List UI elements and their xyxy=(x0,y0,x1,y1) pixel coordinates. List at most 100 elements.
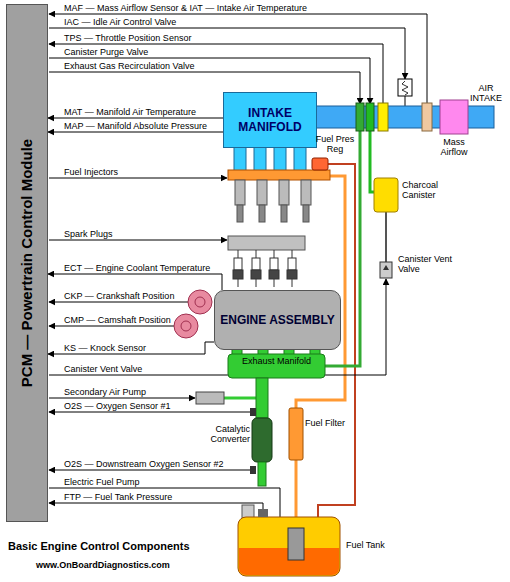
fuel-injector xyxy=(259,205,265,222)
part-label: O2S — Downstream Oxygen Sensor #2 xyxy=(64,459,224,469)
spark-plug xyxy=(292,279,293,287)
fuel-tank xyxy=(258,509,268,517)
part-label: Fuel Filter xyxy=(305,418,345,428)
intake-manifold-box: INTAKE MANIFOLD xyxy=(223,92,317,148)
signal-wire xyxy=(49,398,195,399)
secondary-air-pump xyxy=(196,392,224,404)
signal-connector xyxy=(48,118,223,119)
part-label: Charcoal Canister xyxy=(402,180,464,200)
fuel-injector xyxy=(257,180,267,205)
manifold-runner xyxy=(234,146,246,171)
diagram-title: Basic Engine Control Components xyxy=(8,540,190,553)
spark-plug xyxy=(269,270,279,279)
signal-connector xyxy=(48,342,214,354)
control-module-band: PCM — Powertrain Control Module xyxy=(6,4,48,522)
diagram-caption: www.OnBoardDiagnostics.com xyxy=(36,560,170,571)
part-label: CKP — Crankshaft Position xyxy=(64,291,174,301)
camshaft-pulley xyxy=(181,321,191,331)
spark-plug xyxy=(287,270,297,279)
part-label: TPS — Throttle Position Sensor xyxy=(64,33,191,43)
node-text: INTAKE MANIFOLD xyxy=(224,106,316,134)
spark-plug xyxy=(274,250,275,258)
fuel-tank xyxy=(242,505,254,518)
tail-pipe xyxy=(258,462,266,486)
part-label: Electric Fuel Pump xyxy=(64,477,140,487)
signal-wire xyxy=(49,28,405,79)
air-pump-pipe xyxy=(224,397,256,400)
vent-hose xyxy=(385,212,387,262)
canister-vent-valve xyxy=(383,265,389,270)
edge-layer xyxy=(48,118,223,354)
part-label: Fuel Injectors xyxy=(64,167,118,177)
signal-wire xyxy=(49,178,227,179)
spark-plug xyxy=(251,270,261,279)
manifold-runner xyxy=(234,146,306,171)
air-intake-tube xyxy=(366,103,374,131)
spark-plug xyxy=(274,279,275,287)
part-label: FTP — Fuel Tank Pressure xyxy=(64,492,172,502)
exhaust-manifold xyxy=(228,349,325,418)
crankshaft-pulley xyxy=(188,290,212,314)
spark-plug xyxy=(270,258,278,270)
spark-plug xyxy=(233,270,243,279)
spark-plug xyxy=(256,250,257,258)
part-label: Canister Purge Valve xyxy=(64,47,148,57)
fuel-filter xyxy=(289,408,303,460)
signal-label: KS — Knock Sensor xyxy=(64,343,146,353)
signal-wire xyxy=(49,470,250,471)
part-label: IAC — Idle Air Control Valve xyxy=(64,17,176,27)
oxygen-sensor xyxy=(250,408,256,416)
signal-wire xyxy=(49,14,427,104)
canister-vent-valve xyxy=(380,262,392,278)
fuel-injector xyxy=(237,205,243,222)
part-label: Fuel Tank xyxy=(346,540,385,550)
fuel-pressure-regulator xyxy=(312,158,328,170)
signal-wire xyxy=(49,326,174,327)
oxygen-sensor xyxy=(250,466,256,474)
part-label: Canister Vent Valve xyxy=(398,254,462,274)
spark-plug xyxy=(238,250,239,258)
signal-label: ECT — Engine Coolant Temperature xyxy=(64,263,210,273)
fuel-injector xyxy=(303,205,309,222)
air-intake-tube xyxy=(356,103,364,131)
fuel-supply-line xyxy=(296,176,345,528)
part-label: Exhaust Gas Recirculation Valve xyxy=(64,61,194,71)
fuel-rail xyxy=(228,170,330,180)
signal-wire xyxy=(49,14,427,540)
spark-plug xyxy=(238,279,239,287)
signal-wire xyxy=(49,412,250,413)
part-label: O2S — Oxygen Sensor #1 xyxy=(64,401,171,411)
text-holder: ENGINE ASSEMBLY xyxy=(220,313,334,327)
signal-wire xyxy=(49,44,383,104)
fuel-injector xyxy=(301,180,311,205)
idle-air-control-valve xyxy=(398,79,412,96)
text-holder: INTAKE MANIFOLD xyxy=(224,106,316,134)
idle-air-control-valve xyxy=(398,79,412,96)
charcoal-canister xyxy=(374,178,398,212)
spark-plug xyxy=(256,279,257,287)
fuel-injector xyxy=(281,205,287,222)
part-label: AIR INTAKE xyxy=(466,83,506,103)
part-label: CMP — Camshaft Position xyxy=(64,315,171,325)
air-intake-tube xyxy=(422,103,432,131)
part-label: Fuel Pres Reg xyxy=(314,134,356,154)
spark-plug xyxy=(288,258,296,270)
idle-air-control-valve xyxy=(402,81,408,95)
camshaft-pulley xyxy=(174,314,198,338)
part-label: Secondary Air Pump xyxy=(64,387,146,397)
part-label: Spark Plugs xyxy=(64,229,113,239)
signal-wire xyxy=(49,58,370,104)
fuel-injector xyxy=(235,180,311,222)
spark-plug xyxy=(233,250,297,287)
signal-wire xyxy=(49,279,386,375)
signal-connector xyxy=(48,132,223,133)
crankshaft-pulley xyxy=(188,290,212,314)
fuel-tank xyxy=(238,517,340,576)
fuel-tank xyxy=(288,528,304,560)
exhaust-manifold xyxy=(256,378,268,418)
part-label: Mass Airflow xyxy=(432,137,476,157)
engine-assembly-box: ENGINE ASSEMBLY xyxy=(214,290,341,350)
spark-plug xyxy=(292,250,293,258)
crankshaft-pulley xyxy=(195,297,205,307)
